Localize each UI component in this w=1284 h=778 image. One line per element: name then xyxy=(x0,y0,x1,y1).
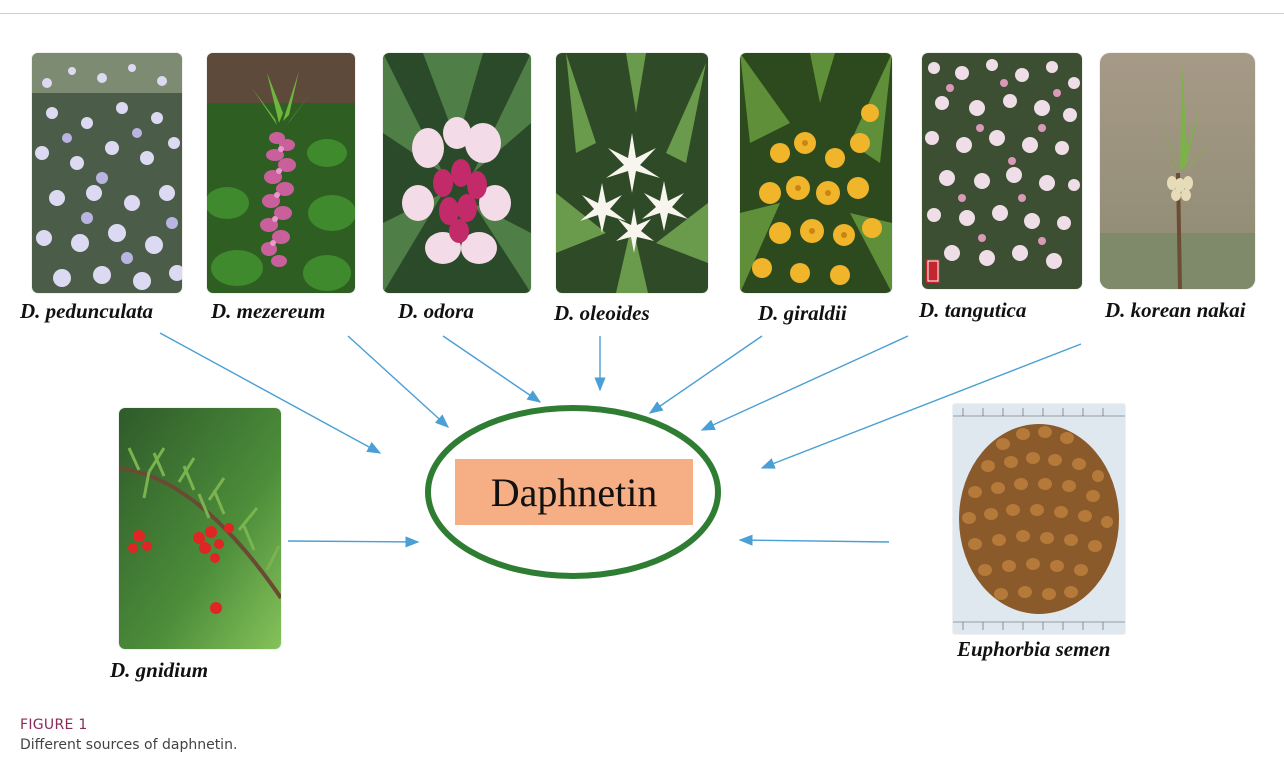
gnidium-photo xyxy=(119,408,281,649)
source-label-giraldii: D. giraldii xyxy=(758,301,847,326)
source-label-mezereum: D. mezereum xyxy=(211,299,325,324)
source-label-euphorbia-semen: Euphorbia semen xyxy=(957,637,1110,662)
arrow-gnidium xyxy=(288,541,418,542)
oleoides-photo xyxy=(556,53,708,293)
source-label-gnidium: D. gnidium xyxy=(110,658,208,683)
giraldii-photo xyxy=(740,53,892,293)
odora-photo xyxy=(383,53,531,293)
mezereum-photo xyxy=(207,53,355,293)
arrow-euphorbia xyxy=(740,540,889,542)
arrow-odora xyxy=(443,336,540,402)
arrow-tangutica xyxy=(702,336,908,430)
pedunculata-photo xyxy=(32,53,182,293)
euphorbia-semen-photo xyxy=(953,404,1125,634)
source-label-korean-nakai: D. korean nakai xyxy=(1105,298,1246,323)
korean-nakai-photo xyxy=(1100,53,1255,289)
arrow-giraldii xyxy=(650,336,762,413)
figure-caption: Different sources of daphnetin. xyxy=(20,737,237,753)
source-label-oleoides: D. oleoides xyxy=(554,301,650,326)
source-label-pedunculata: D. pedunculata xyxy=(20,299,153,324)
daphnetin-label: Daphnetin xyxy=(491,469,658,516)
source-label-odora: D. odora xyxy=(398,299,474,324)
arrow-mezereum xyxy=(348,336,448,427)
tangutica-photo xyxy=(922,53,1082,289)
daphnetin-label-box: Daphnetin xyxy=(455,459,693,525)
source-label-tangutica: D. tangutica xyxy=(919,298,1026,323)
figure-label: FIGURE 1 xyxy=(20,717,88,733)
